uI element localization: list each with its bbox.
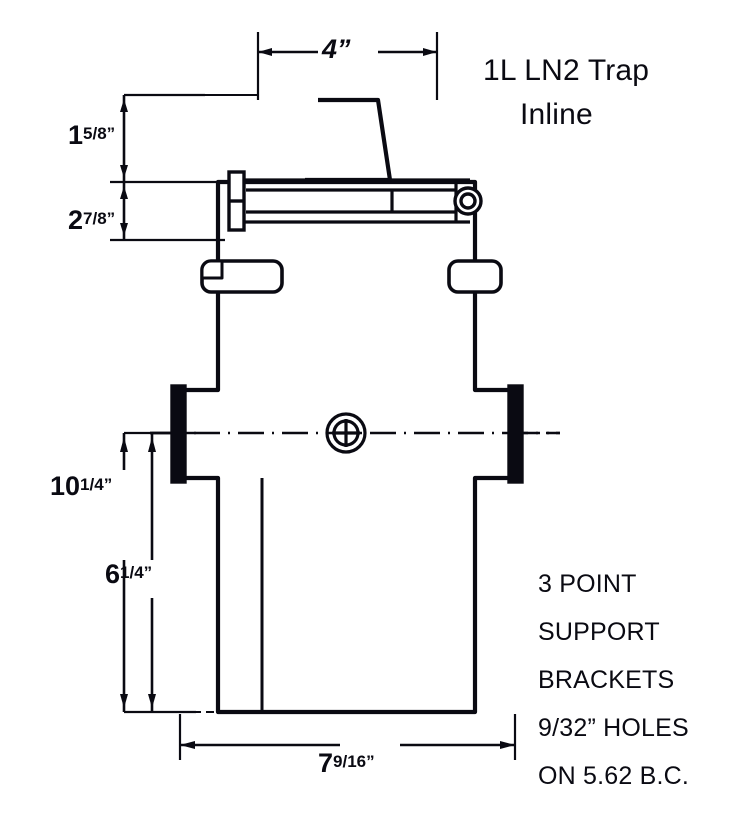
dim-fraction: 5/8 — [83, 124, 107, 143]
left-support-bracket — [200, 259, 284, 294]
note-line-2: SUPPORT — [538, 618, 660, 646]
dimension-label-lower-body: 61/4” — [105, 561, 152, 588]
dim-whole: 10 — [50, 471, 81, 501]
drawing-title-line-2: Inline — [520, 98, 593, 131]
dim-fraction: 7/8 — [83, 209, 107, 228]
drawing-title-line-1: 1L LN2 Trap — [483, 54, 650, 87]
dim-whole: 6 — [105, 559, 121, 589]
note-line-1: 3 POINT — [538, 570, 637, 598]
valve-knob — [453, 186, 483, 216]
note-line-3: BRACKETS — [538, 666, 675, 694]
left-port-flange — [170, 384, 187, 484]
dim-fraction: 1/4 — [120, 563, 144, 582]
right-support-bracket — [447, 259, 503, 294]
dim-fraction: 9/16 — [333, 752, 367, 771]
dim-unit: ” — [103, 475, 113, 494]
dimension-label-upper-body: 27/8” — [68, 207, 115, 234]
dim-unit: ” — [143, 563, 153, 582]
dim-whole: 7 — [318, 748, 334, 778]
dimension-label-overall-width: 79/16” — [318, 750, 375, 777]
dim-fraction: 1/4 — [80, 475, 104, 494]
center-target-symbol — [325, 412, 367, 454]
dim-whole: 1 — [68, 120, 84, 150]
fill-tube-assembly — [240, 178, 470, 224]
fill-tube-left-flange — [227, 170, 246, 232]
dimension-label-neck-height: 15/8” — [68, 122, 115, 149]
dim-unit: ” — [106, 124, 116, 143]
dim-unit: ” — [337, 34, 351, 64]
note-line-5: ON 5.62 B.C. — [538, 762, 690, 790]
note-line-4: 9/32” HOLES — [538, 714, 689, 742]
dim-unit: ” — [366, 752, 375, 771]
dim-whole: 4 — [322, 34, 338, 64]
dimension-label-width-top: 4” — [322, 36, 351, 63]
dimension-arrowheads — [120, 48, 515, 749]
dimension-label-overall-height: 101/4” — [50, 473, 112, 500]
dim-whole: 2 — [68, 205, 84, 235]
fill-neck-trapezoid — [305, 97, 393, 183]
dim-unit: ” — [106, 209, 116, 228]
